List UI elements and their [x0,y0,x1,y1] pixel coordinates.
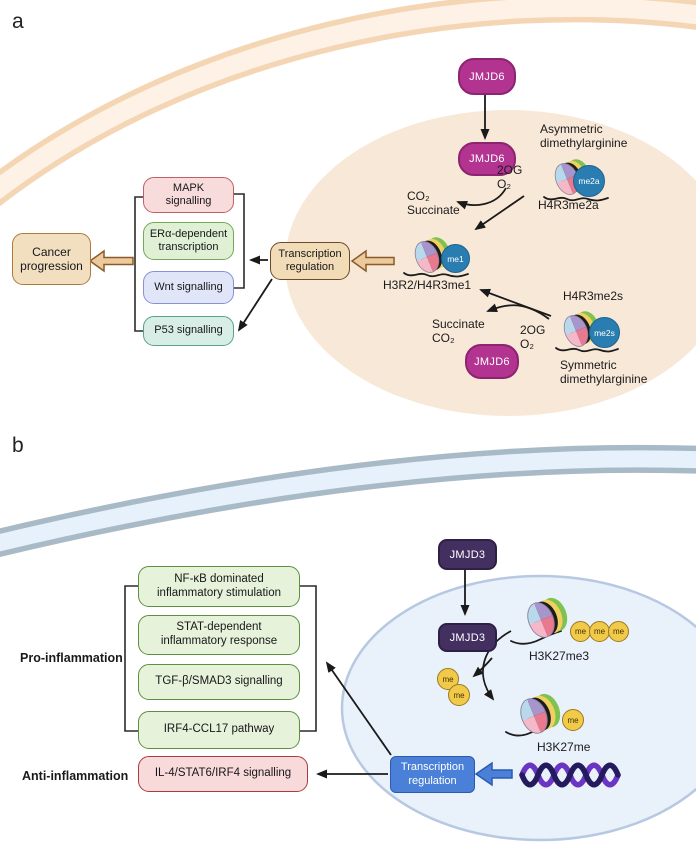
h3k27me3-label: H3K27me3 [529,649,590,663]
nfkb-line1: NF-κB dominated [174,572,264,585]
released-me-chip-2: me [448,684,470,706]
jmjd3-pill-inner: JMJD3 [438,623,497,652]
product-co2-2: CO₂ [432,330,455,345]
arrows-a [237,93,552,332]
p53-line: P53 signalling [154,324,223,337]
panel-a-label: a [12,10,24,33]
asymmetric-line1: Asymmetric [540,122,603,136]
brackets-b [124,585,317,732]
arrow-demethylation-b [482,630,512,701]
il4-line: IL-4/STAT6/IRF4 signalling [154,767,292,780]
arrow-tr-to-bracket-b [325,661,392,756]
product-succinate: Succinate [407,202,460,217]
cancer-line2: progression [20,259,83,273]
jmjd3-pill-top: JMJD3 [438,539,497,570]
bracket-right-a [232,193,245,289]
arrow-demethylation-top [474,195,525,231]
me1-chip: me1 [441,244,470,273]
wnt-line: Wnt signalling [154,280,223,293]
cofactors-top-label: 2OG O₂ [497,163,523,192]
asymmetric-dimethylarginine-label: Asymmetric dimethylarginine [540,122,628,151]
cancer-line1: Cancer [32,244,71,259]
dna-strand-h4r3me2s [555,347,619,353]
block-arrow-to-cancer [88,249,134,273]
transcription-regulation-box-b: Transcription regulation [390,756,475,793]
me2a-chip: me2a [573,165,605,197]
arrow-tr-to-p53 [237,278,273,332]
dna-strand-h4r3me2a [543,196,609,202]
stat-line1: STAT-dependent [176,621,262,634]
cofactor-o2: O₂ [497,176,511,191]
h3k27me-label: H3K27me [537,740,591,754]
cofactors-bottom-label: 2OG O₂ [520,323,546,352]
me-chip-single: me [562,709,584,731]
symmetric-dimethylarginine-label: Symmetric dimethylarginine [560,358,648,387]
brackets-a [134,193,245,332]
jmjd6-pill-bottom: JMJD6 [465,344,519,379]
stat-line2: inflammatory response [160,635,278,647]
cell-membrane-b [0,444,696,558]
p53-signalling-box: P53 signalling [143,316,234,346]
bracket-right-b [298,585,317,732]
irf4-ccl17-box: IRF4-CCL17 pathway [138,711,300,749]
dna-lines-a [403,196,619,353]
me-chip-1: me [570,621,591,642]
tr-a-line1: Transcription [278,247,342,260]
block-arrow-to-transcription-a [350,249,395,273]
block-arrow-to-transcription-b [474,761,513,787]
bracket-left-b [124,585,138,732]
tgf-line: TGF-β/SMAD3 signalling [155,675,283,688]
me-chip-3: me [608,621,629,642]
cofactor-2og-2: 2OG [520,323,546,337]
asymmetric-line2: dimethylarginine [540,135,628,150]
arrow-demethylation-bottom [479,288,552,317]
panel-b-label: b [12,434,24,457]
arrow-byproducts-top [456,187,507,210]
transcription-regulation-box-a: Transcription regulation [270,242,350,280]
jmjd6-pill-top: JMJD6 [458,58,516,95]
tr-b-line2: regulation [408,774,457,787]
symmetric-line2: dimethylarginine [560,371,648,386]
irf4-line: IRF4-CCL17 pathway [163,723,275,736]
arrow-released-me [472,657,493,678]
era-line1: ERα-dependent [149,227,228,240]
symmetric-line1: Symmetric [560,358,617,372]
cell-body-b [340,574,696,842]
mapk-line2: signalling [165,195,212,207]
era-dependent-transcription-box: ERα-dependent transcription [143,222,234,260]
arrow-byproducts-bottom [486,303,550,320]
il4-stat6-irf4-box: IL-4/STAT6/IRF4 signalling [138,756,308,792]
jmjd6-pill-mid: JMJD6 [458,142,516,176]
h3r2-h4r3me1-label: H3R2/H4R3me1 [383,278,472,292]
tgf-smad3-box: TGF-β/SMAD3 signalling [138,664,300,700]
cofactor-2og: 2OG [497,163,523,177]
bracket-left-a [134,196,143,332]
tr-b-line1: Transcription [400,761,465,774]
cancer-progression-box: Cancer progression [12,233,91,285]
dna-strand-h3r2 [403,272,469,278]
nfkb-box: NF-κB dominated inflammatory stimulation [138,566,300,607]
h4r3me2s-label: H4R3me2s [563,289,624,303]
products-bottom-label: Succinate CO₂ [432,317,485,346]
products-top-label: CO₂ Succinate [407,189,460,218]
stat-box: STAT-dependent inflammatory response [138,615,300,655]
wnt-signalling-box: Wnt signalling [143,271,234,304]
me2s-chip: me2s [589,317,620,348]
product-co2: CO₂ [407,189,430,203]
cofactor-o2-2: O₂ [520,336,534,351]
product-succinate-2: Succinate [432,317,485,331]
tr-a-line2: regulation [285,261,335,273]
pro-inflammation-label: Pro-inflammation [20,651,123,665]
h4r3me2a-label: H4R3me2a [538,198,599,212]
nfkb-line2: inflammatory stimulation [157,586,281,599]
dna-helix-icon [519,762,621,788]
arrows-b [316,567,512,779]
mapk-line1: MAPK [172,181,205,194]
anti-inflammation-label: Anti-inflammation [22,769,129,783]
era-line2: transcription [158,241,219,253]
me-chip-2: me [589,621,610,642]
mapk-signalling-box: MAPK signalling [143,177,234,213]
cell-membrane-a [0,0,696,207]
